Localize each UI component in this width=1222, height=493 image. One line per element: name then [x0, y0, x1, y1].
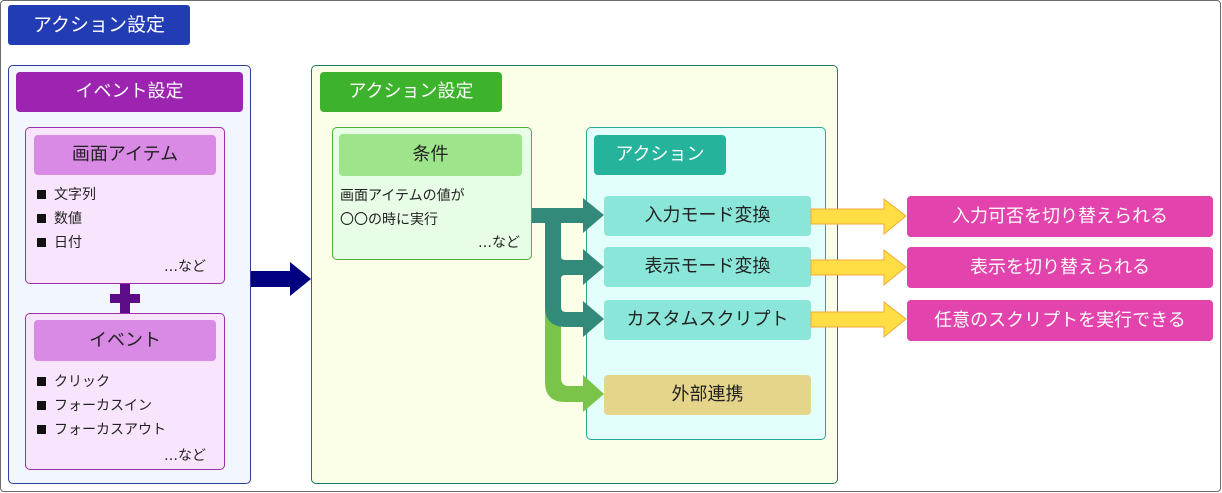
main-arrow-icon	[251, 262, 311, 296]
condition-description: 画面アイテムの値が 〇〇の時に実行	[340, 184, 465, 232]
event-list: クリック フォーカスイン フォーカスアウト	[37, 370, 166, 442]
condition-heading: 条件	[339, 134, 522, 176]
action-external-link: 外部連携	[604, 375, 811, 415]
action-input-mode: 入力モード変換	[604, 196, 811, 236]
bullet-square-icon	[37, 401, 46, 410]
screen-item-list: 文字列 数値 日付	[37, 183, 96, 255]
condition-line: 画面アイテムの値が	[340, 188, 465, 204]
result-run-script: 任意のスクリプトを実行できる	[907, 300, 1213, 341]
event-settings-heading: イベント設定	[16, 72, 243, 112]
list-item: 日付	[37, 231, 96, 255]
list-item: 文字列	[37, 183, 96, 207]
list-item: 数値	[37, 207, 96, 231]
action-custom-script: カスタムスクリプト	[604, 300, 811, 340]
screen-item-etc: …など	[164, 259, 206, 275]
plus-icon-vertical	[120, 284, 130, 313]
list-item: フォーカスイン	[37, 394, 166, 418]
bullet-square-icon	[37, 425, 46, 434]
action-heading: アクション	[594, 135, 726, 175]
bullet-square-icon	[37, 377, 46, 386]
event-heading: イベント	[34, 320, 216, 361]
action-display-mode: 表示モード変換	[604, 247, 811, 287]
result-arrow-icon	[810, 300, 907, 339]
condition-etc: …など	[478, 235, 520, 251]
screen-item-heading: 画面アイテム	[34, 135, 216, 175]
list-item: フォーカスアウト	[37, 418, 166, 442]
condition-branch-arrow-icon	[532, 198, 604, 337]
result-display-toggle: 表示を切り替えられる	[907, 247, 1213, 288]
result-arrow-icon	[810, 248, 907, 287]
action-settings-heading: アクション設定	[320, 72, 502, 112]
result-arrow-icon	[810, 197, 907, 236]
list-item: クリック	[37, 370, 166, 394]
bullet-square-icon	[37, 238, 46, 247]
event-etc: …など	[164, 448, 206, 464]
result-input-toggle: 入力可否を切り替えられる	[907, 196, 1213, 237]
condition-line: 〇〇の時に実行	[340, 212, 438, 228]
bullet-square-icon	[37, 190, 46, 199]
bullet-square-icon	[37, 214, 46, 223]
external-branch-arrow-icon	[545, 300, 604, 412]
page-title: アクション設定	[8, 5, 190, 45]
